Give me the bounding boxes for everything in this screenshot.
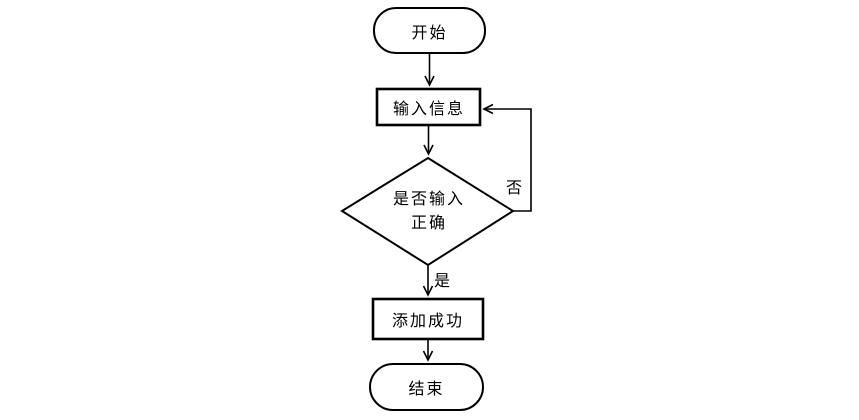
edge-decision-no-loop bbox=[482, 103, 532, 212]
edge-label-no: 否 bbox=[505, 180, 523, 197]
input-node-label: 输入信息 bbox=[392, 101, 466, 118]
success-node-label: 添加成功 bbox=[391, 313, 465, 330]
edge-label-yes: 是 bbox=[433, 273, 451, 290]
decision-node-label: 是否输入 正确 bbox=[393, 188, 465, 236]
start-node-label: 开始 bbox=[411, 25, 448, 42]
decision-label-line1: 是否输入 bbox=[392, 191, 466, 208]
decision-label-line2: 正确 bbox=[410, 215, 448, 232]
end-node-label: 结束 bbox=[408, 381, 445, 398]
input-process-shape bbox=[375, 87, 482, 127]
end-terminator-shape bbox=[369, 363, 484, 411]
